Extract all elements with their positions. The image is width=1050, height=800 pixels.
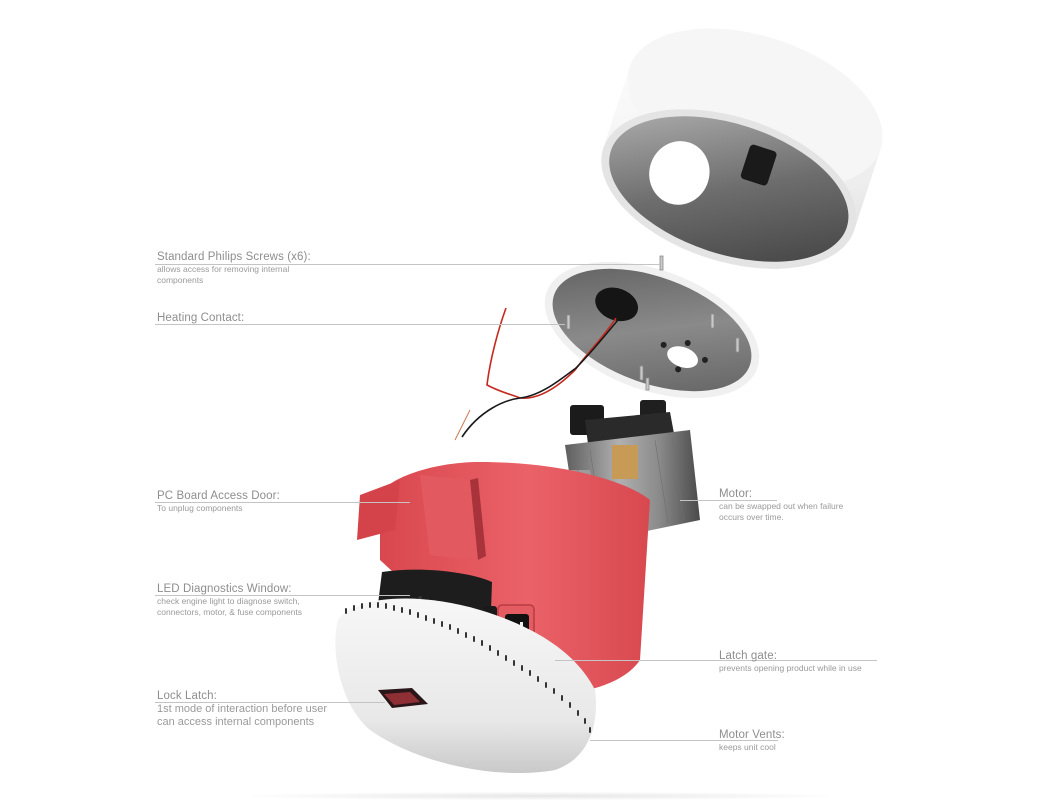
screws [566,255,740,391]
label-philips-screws: Standard Philips Screws (x6): allows acc… [157,251,311,285]
label-desc: allows access for removing internal comp… [157,264,290,285]
leader-line-latch-gate [555,660,877,661]
leader-line-heating [155,324,565,325]
mounting-plate [544,261,760,399]
label-latch-gate: Latch gate: prevents opening product whi… [719,650,862,674]
label-title: Motor: [719,488,753,500]
top-cap [601,28,883,269]
label-motor-vents: Motor Vents: keeps unit cool [719,729,785,753]
vented-base [335,598,596,774]
leader-line-pcb-door [155,502,410,503]
label-title: Standard Philips Screws (x6): [157,251,311,263]
leader-line-screws [155,264,660,265]
label-pcb-access-door: PC Board Access Door: To unplug componen… [157,490,280,514]
label-desc: can be swapped out when failure occurs o… [719,501,844,522]
label-title: Motor Vents: [719,729,785,741]
label-led-diagnostics: LED Diagnostics Window: check engine lig… [157,583,317,617]
label-motor: Motor: can be swapped out when failure o… [719,488,859,522]
label-desc: prevents opening product while in use [719,663,862,673]
label-desc: To unplug components [157,503,243,513]
label-desc: 1st mode of interaction before user can … [157,703,327,728]
floor-shadow [250,792,830,800]
label-title: PC Board Access Door: [157,490,280,502]
label-title: Heating Contact: [157,312,245,324]
leader-line-led [155,595,410,596]
vent-slots [345,602,591,733]
label-heating-contact: Heating Contact: [157,312,244,325]
label-title: Lock Latch: [157,690,217,702]
heating-wires [454,307,619,441]
label-title: Latch gate: [719,650,778,662]
leader-line-vents [590,740,778,741]
leader-line-motor [680,500,777,501]
label-title: LED Diagnostics Window: [157,583,292,595]
label-desc: keeps unit cool [719,742,776,752]
label-desc: check engine light to diagnose switch, c… [157,596,303,617]
label-lock-latch: Lock Latch: 1st mode of interaction befo… [157,690,327,729]
leader-line-lock-latch [155,702,385,703]
